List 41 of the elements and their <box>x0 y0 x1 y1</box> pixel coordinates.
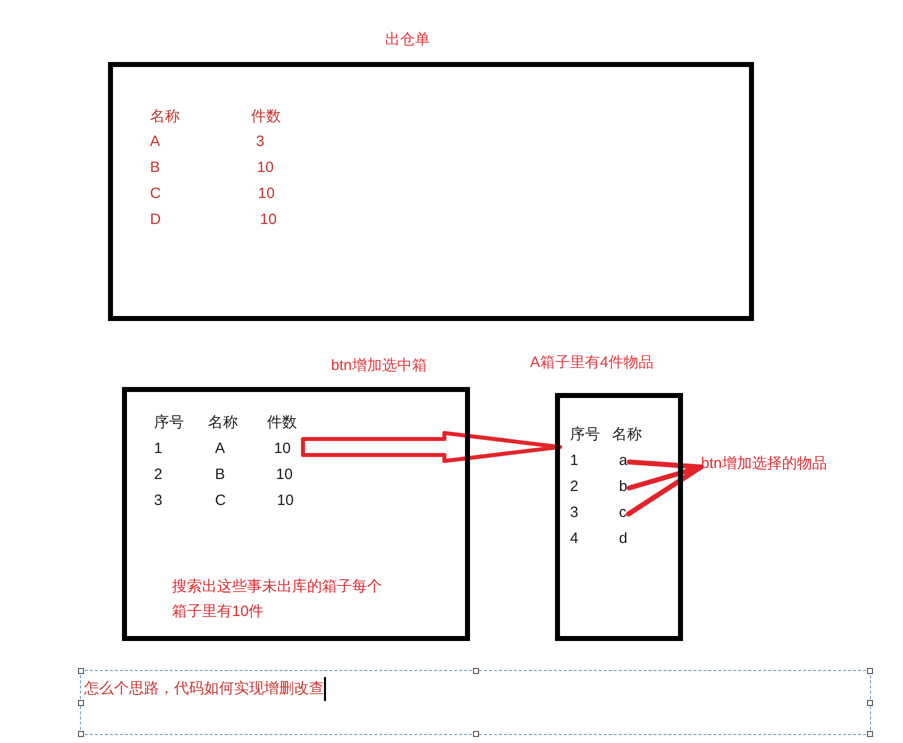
table-entry: 3 <box>570 503 578 523</box>
table-entry: 10 <box>260 210 277 230</box>
column-heading: 序号 <box>570 425 600 445</box>
table-entry: 4 <box>570 529 578 549</box>
table-entry: A <box>215 439 226 459</box>
table-entry: a <box>619 451 628 471</box>
question-text: 怎么个思路，代码如何实现增删改查 <box>84 679 324 699</box>
table-entry: b <box>619 477 628 497</box>
table-entry: c <box>619 503 626 523</box>
table-entry: 3 <box>256 132 264 152</box>
table-entry: B <box>215 465 226 485</box>
column-heading: 序号 <box>154 413 184 433</box>
table-entry: 2 <box>570 477 578 497</box>
column-heading: 件数 <box>267 413 297 433</box>
section-title: 出仓单 <box>385 30 430 50</box>
table-entry: C <box>215 491 226 511</box>
table-entry: 1 <box>154 439 162 459</box>
section-title: btn增加选中箱 <box>331 356 427 376</box>
column-heading: 件数 <box>251 107 281 127</box>
table-entry: B <box>150 158 160 178</box>
annotation-text: btn增加选择的物品 <box>701 454 827 474</box>
table-entry: C <box>150 184 161 204</box>
table-entry: 2 <box>154 465 162 485</box>
hollow-arrow <box>301 431 562 463</box>
selected-text-frame <box>80 670 871 735</box>
column-heading: 名称 <box>208 413 238 433</box>
column-heading: 名称 <box>150 107 180 127</box>
table-entry: d <box>619 529 628 549</box>
section-title: A箱子里有4件物品 <box>530 353 654 373</box>
table-entry: 10 <box>274 439 291 459</box>
table-entry: A <box>150 132 160 152</box>
table-entry: 10 <box>258 184 275 204</box>
table-entry: 3 <box>154 491 162 511</box>
table-entry: D <box>150 210 161 230</box>
column-heading: 名称 <box>612 425 642 445</box>
table-entry: 1 <box>570 451 578 471</box>
table-entry: 10 <box>277 491 294 511</box>
table-entry: 10 <box>276 465 293 485</box>
table-entry: 10 <box>257 158 274 178</box>
connector-line <box>626 464 704 516</box>
note-text: 搜索出这些事未出库的箱子每个箱子里有10件 <box>172 577 383 622</box>
